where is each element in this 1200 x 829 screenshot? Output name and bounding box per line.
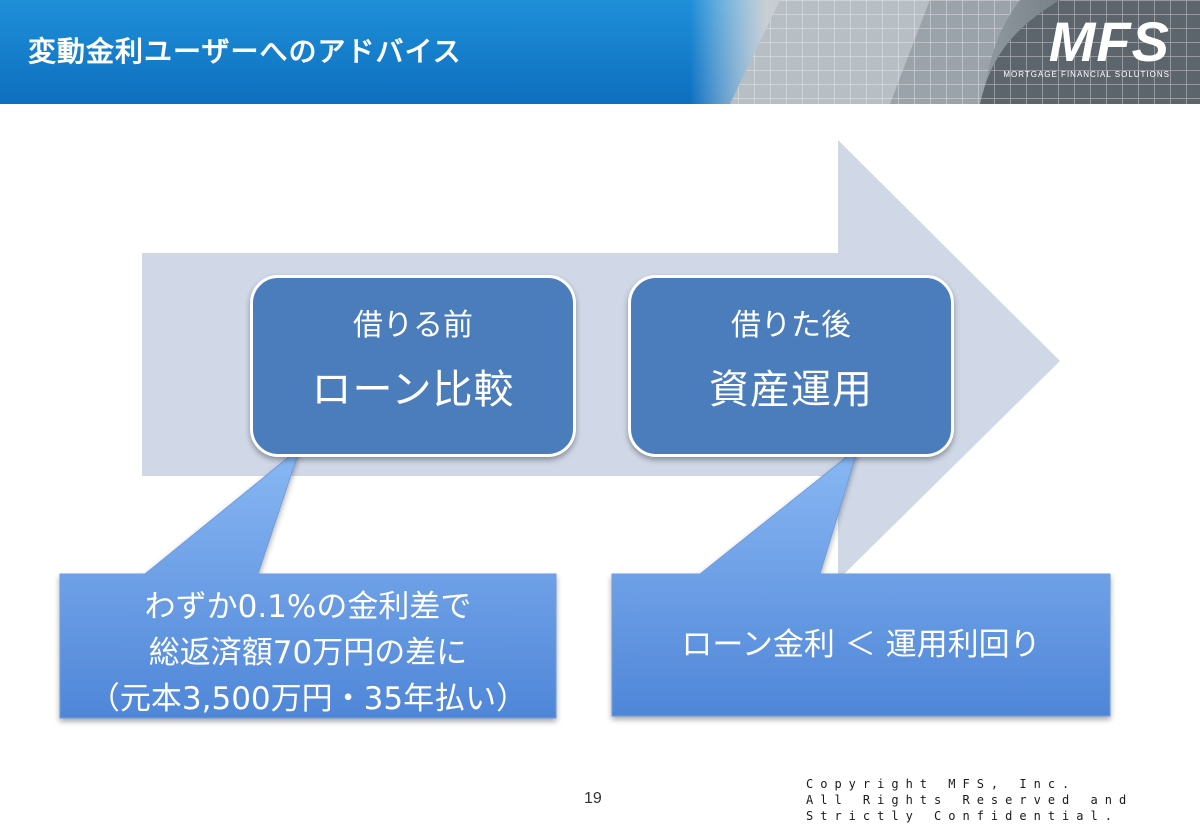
callout-right-text: ローン金利 ＜ 運用利回り <box>612 622 1110 668</box>
callout-left-text: わずか0.1%の金利差で 総返済額70万円の差に （元本3,500万円・35年払… <box>60 584 556 722</box>
step-after-title: 資産運用 <box>709 367 873 413</box>
building-photo <box>690 0 1200 104</box>
mfs-logo: MFS MORTGAGE FINANCIAL SOLUTIONS <box>1003 10 1170 80</box>
slide-title: 変動金利ユーザーへのアドバイス <box>28 35 462 68</box>
step-after-label: 借りた後 <box>731 308 851 343</box>
copyright-line2: All Rights Reserved and <box>806 793 1134 807</box>
copyright-notice: Copyright MFS, Inc. All Rights Reserved … <box>806 776 1133 824</box>
step-before-label: 借りる前 <box>353 308 473 343</box>
callout-left <box>59 446 557 719</box>
logo-subtitle: MORTGAGE FINANCIAL SOLUTIONS <box>1003 70 1170 79</box>
step-after-box: 借りた後 資産運用 <box>628 275 954 457</box>
callout-left-line2: 総返済額70万円の差に <box>148 635 468 671</box>
logo-mark: MFS <box>1048 10 1170 73</box>
callout-left-line3: （元本3,500万円・35年払い） <box>88 681 528 717</box>
copyright-line3: Strictly Confidential. <box>806 809 1119 823</box>
callout-right-line: ローン金利 ＜ 運用利回り <box>681 627 1041 663</box>
step-before-box: 借りる前 ローン比較 <box>250 275 576 457</box>
title-bar: 変動金利ユーザーへのアドバイス MFS MORTGAGE FINANCIAL S… <box>0 0 1200 104</box>
callout-left-line1: わずか0.1%の金利差で <box>144 589 472 625</box>
copyright-line1: Copyright MFS, Inc. <box>806 777 1077 791</box>
step-before-title: ローン比較 <box>311 367 515 413</box>
callout-right <box>611 446 1111 717</box>
page-number: 19 <box>584 790 602 807</box>
